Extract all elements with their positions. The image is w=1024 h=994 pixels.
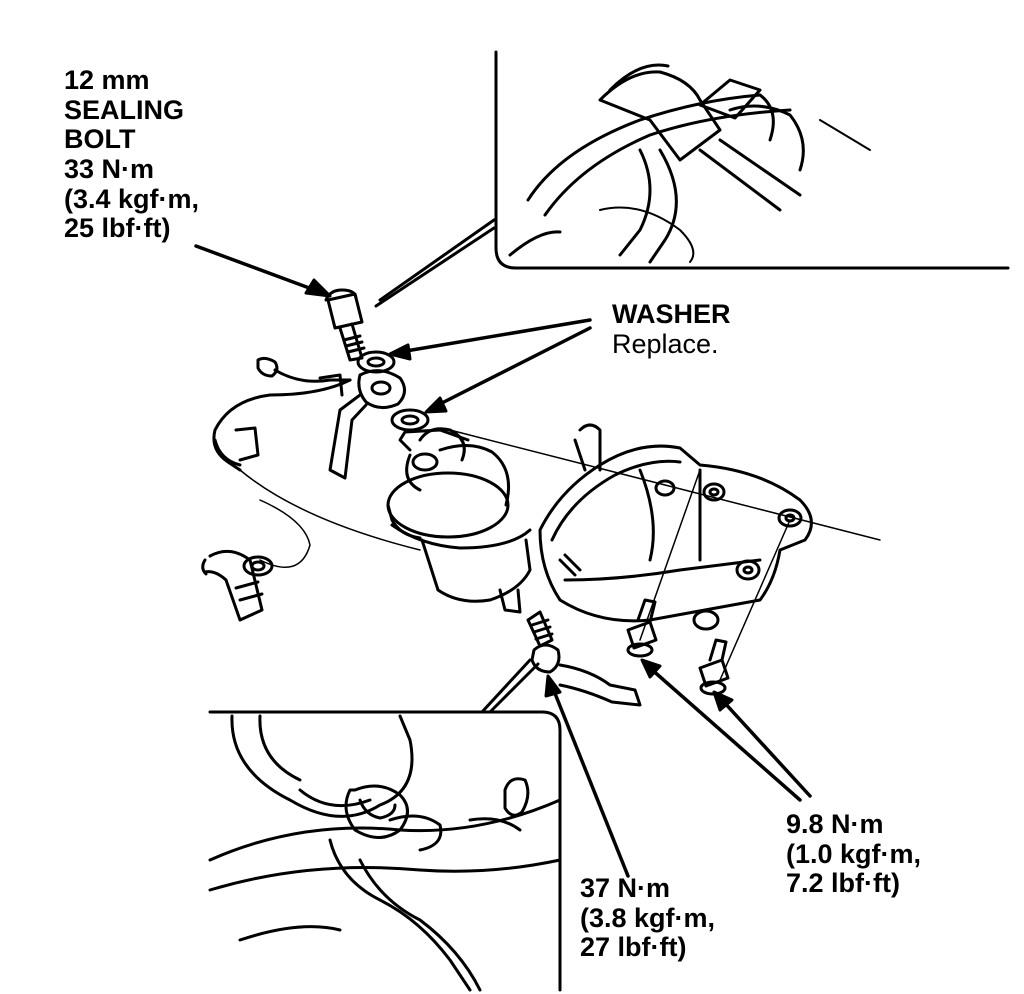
callout-arrows (194, 244, 812, 878)
washer-note: Replace. (612, 328, 719, 359)
filter-bracket (538, 423, 813, 623)
outlet-fitting-torque-lbfft: 27 lbf·ft) (580, 932, 687, 963)
sealing-bolt-label: 12 mm SEALING BOLT 33 N·m (3.4 kgf·m, 25… (64, 65, 200, 244)
outlet-fitting-torque-nm: 37 N·m (580, 873, 671, 903)
upper-detail-inset (494, 50, 1010, 270)
outlet-fitting-torque-kgfm: (3.8 kgf·m, (580, 902, 716, 933)
sealing-bolt-torque-lbfft: 25 lbf·ft) (64, 213, 171, 244)
fuel-filter-body (386, 427, 532, 614)
lower-detail-inset (208, 710, 562, 992)
sealing-bolt-size: 12 mm (64, 65, 150, 95)
sealing-bolt-torque-kgfm: (3.4 kgf·m, (64, 183, 200, 214)
sealing-bolt-name-1: SEALING (64, 94, 185, 125)
mount-bolts-torque-lbfft: 7.2 lbf·ft) (786, 868, 900, 899)
sealing-bolt-torque-nm: 33 N·m (64, 154, 155, 185)
mount-bolt-left (626, 598, 658, 658)
mount-bolt-right (698, 638, 730, 696)
outlet-fitting-torque-label: 37 N·m (3.8 kgf·m, 27 lbf·ft) (580, 873, 716, 963)
washer-title: WASHER (612, 299, 731, 329)
mount-bolts-torque-nm: 9.8 N·m (786, 809, 884, 839)
sealing-bolt-shape (324, 288, 366, 362)
inset-leader-upper (374, 226, 496, 308)
washer-label: WASHER Replace. (612, 299, 731, 359)
inset-leader-lower (480, 658, 532, 714)
sealing-bolt-name-2: BOLT (64, 124, 136, 155)
outlet-fitting (526, 610, 642, 707)
mount-bolts-torque-kgfm: (1.0 kgf·m, (786, 838, 922, 869)
mount-bolts-torque-label: 9.8 N·m (1.0 kgf·m, 7.2 lbf·ft) (786, 809, 922, 899)
main-assembly (201, 288, 881, 707)
